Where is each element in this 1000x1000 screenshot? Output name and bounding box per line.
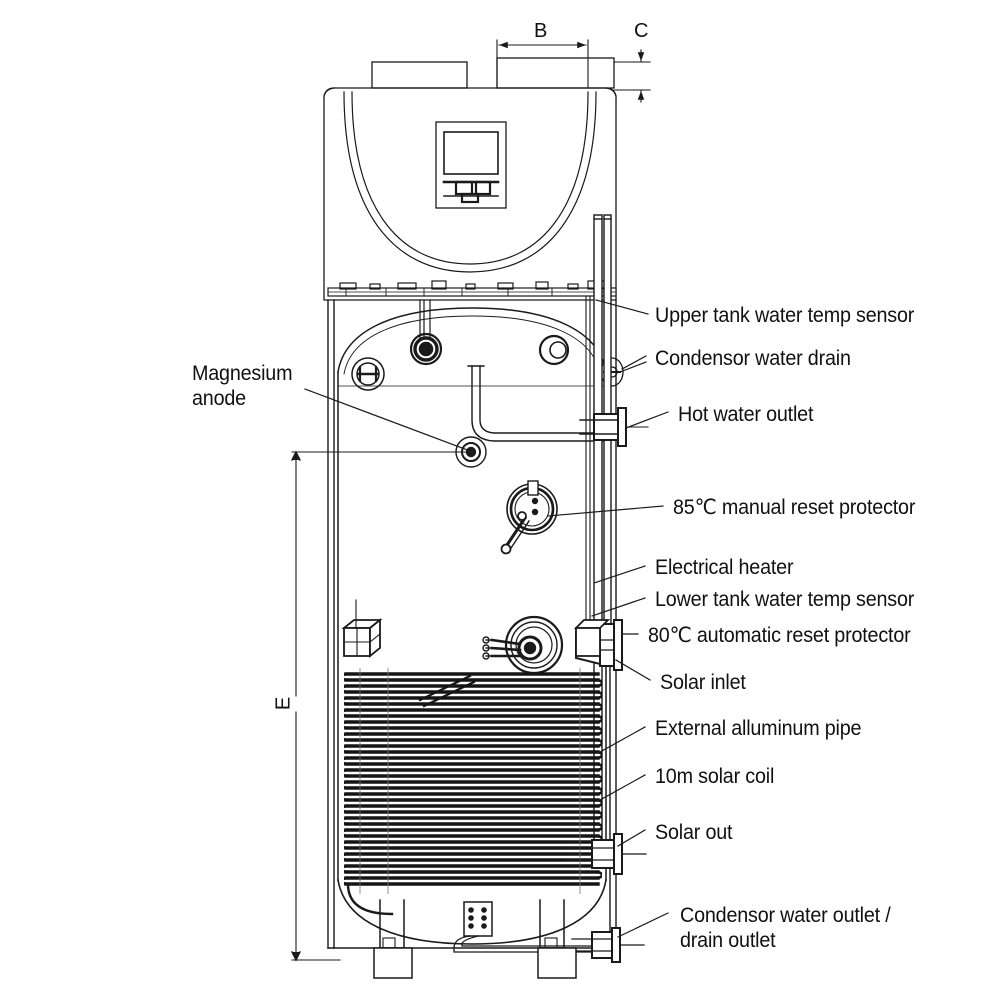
right-bracket-box — [573, 619, 611, 657]
support-legs — [373, 899, 577, 979]
dome-right-fitting — [538, 334, 570, 366]
dimension-label-C: C — [634, 20, 649, 42]
hot-water-outlet-flange — [579, 407, 649, 447]
callout-10m-solar-coil: 10m solar coil — [655, 765, 775, 788]
leader-lines — [304, 299, 669, 938]
callout-condensor-water-drain: Condensor water drain — [655, 347, 851, 370]
callout-electrical-heater: Electrical heater — [655, 556, 794, 579]
callout-85c-manual-reset-protector: 85℃ manual reset protector — [673, 496, 916, 519]
callout-solar-inlet: Solar inlet — [660, 671, 746, 694]
dimension-B — [496, 39, 589, 89]
callout-upper-tank-water-temp-sensor: Upper tank water temp sensor — [655, 304, 915, 327]
magnesium-anode-port — [351, 357, 385, 391]
solar-coil — [344, 668, 602, 894]
terminal-block — [463, 901, 493, 937]
dimension-C — [613, 49, 651, 103]
callout-condensor-water-outlet-drain: Condensor water outlet / drain outlet — [680, 904, 891, 952]
solar-out-flange — [565, 833, 647, 875]
inner-tank-shell-inner — [343, 315, 601, 375]
housing-dome-arc — [343, 91, 597, 273]
upper-tank-temp-sensor-fitting — [409, 299, 443, 366]
callout-magnesium-anode: Magnesium anode — [192, 362, 293, 410]
callout-external-alluminum-pipe: External alluminum pipe — [655, 717, 862, 740]
tank-top-plate — [327, 280, 617, 297]
callout-80c-automatic-reset-protector: 80℃ automatic reset protector — [648, 624, 911, 647]
callout-solar-out: Solar out — [655, 821, 733, 844]
dimension-label-B: B — [534, 20, 548, 42]
top-housing — [323, 57, 617, 301]
callout-hot-water-outlet: Hot water outlet — [678, 403, 814, 426]
riser-pipe-inner-lines — [585, 295, 591, 621]
left-bracket-box — [341, 618, 383, 658]
callout-lower-tank-water-temp-sensor: Lower tank water temp sensor — [655, 588, 915, 611]
control-panel — [435, 121, 507, 209]
dip-tube — [467, 365, 605, 442]
dimension-E — [291, 450, 341, 962]
bottom-drain-pipe — [453, 935, 593, 953]
dimension-label-E: E — [272, 696, 295, 711]
electrical-heater-assembly — [482, 615, 564, 675]
protector-85c — [500, 480, 558, 555]
coil-return-bend — [346, 882, 394, 916]
condensor-water-outlet-flange — [571, 927, 645, 963]
